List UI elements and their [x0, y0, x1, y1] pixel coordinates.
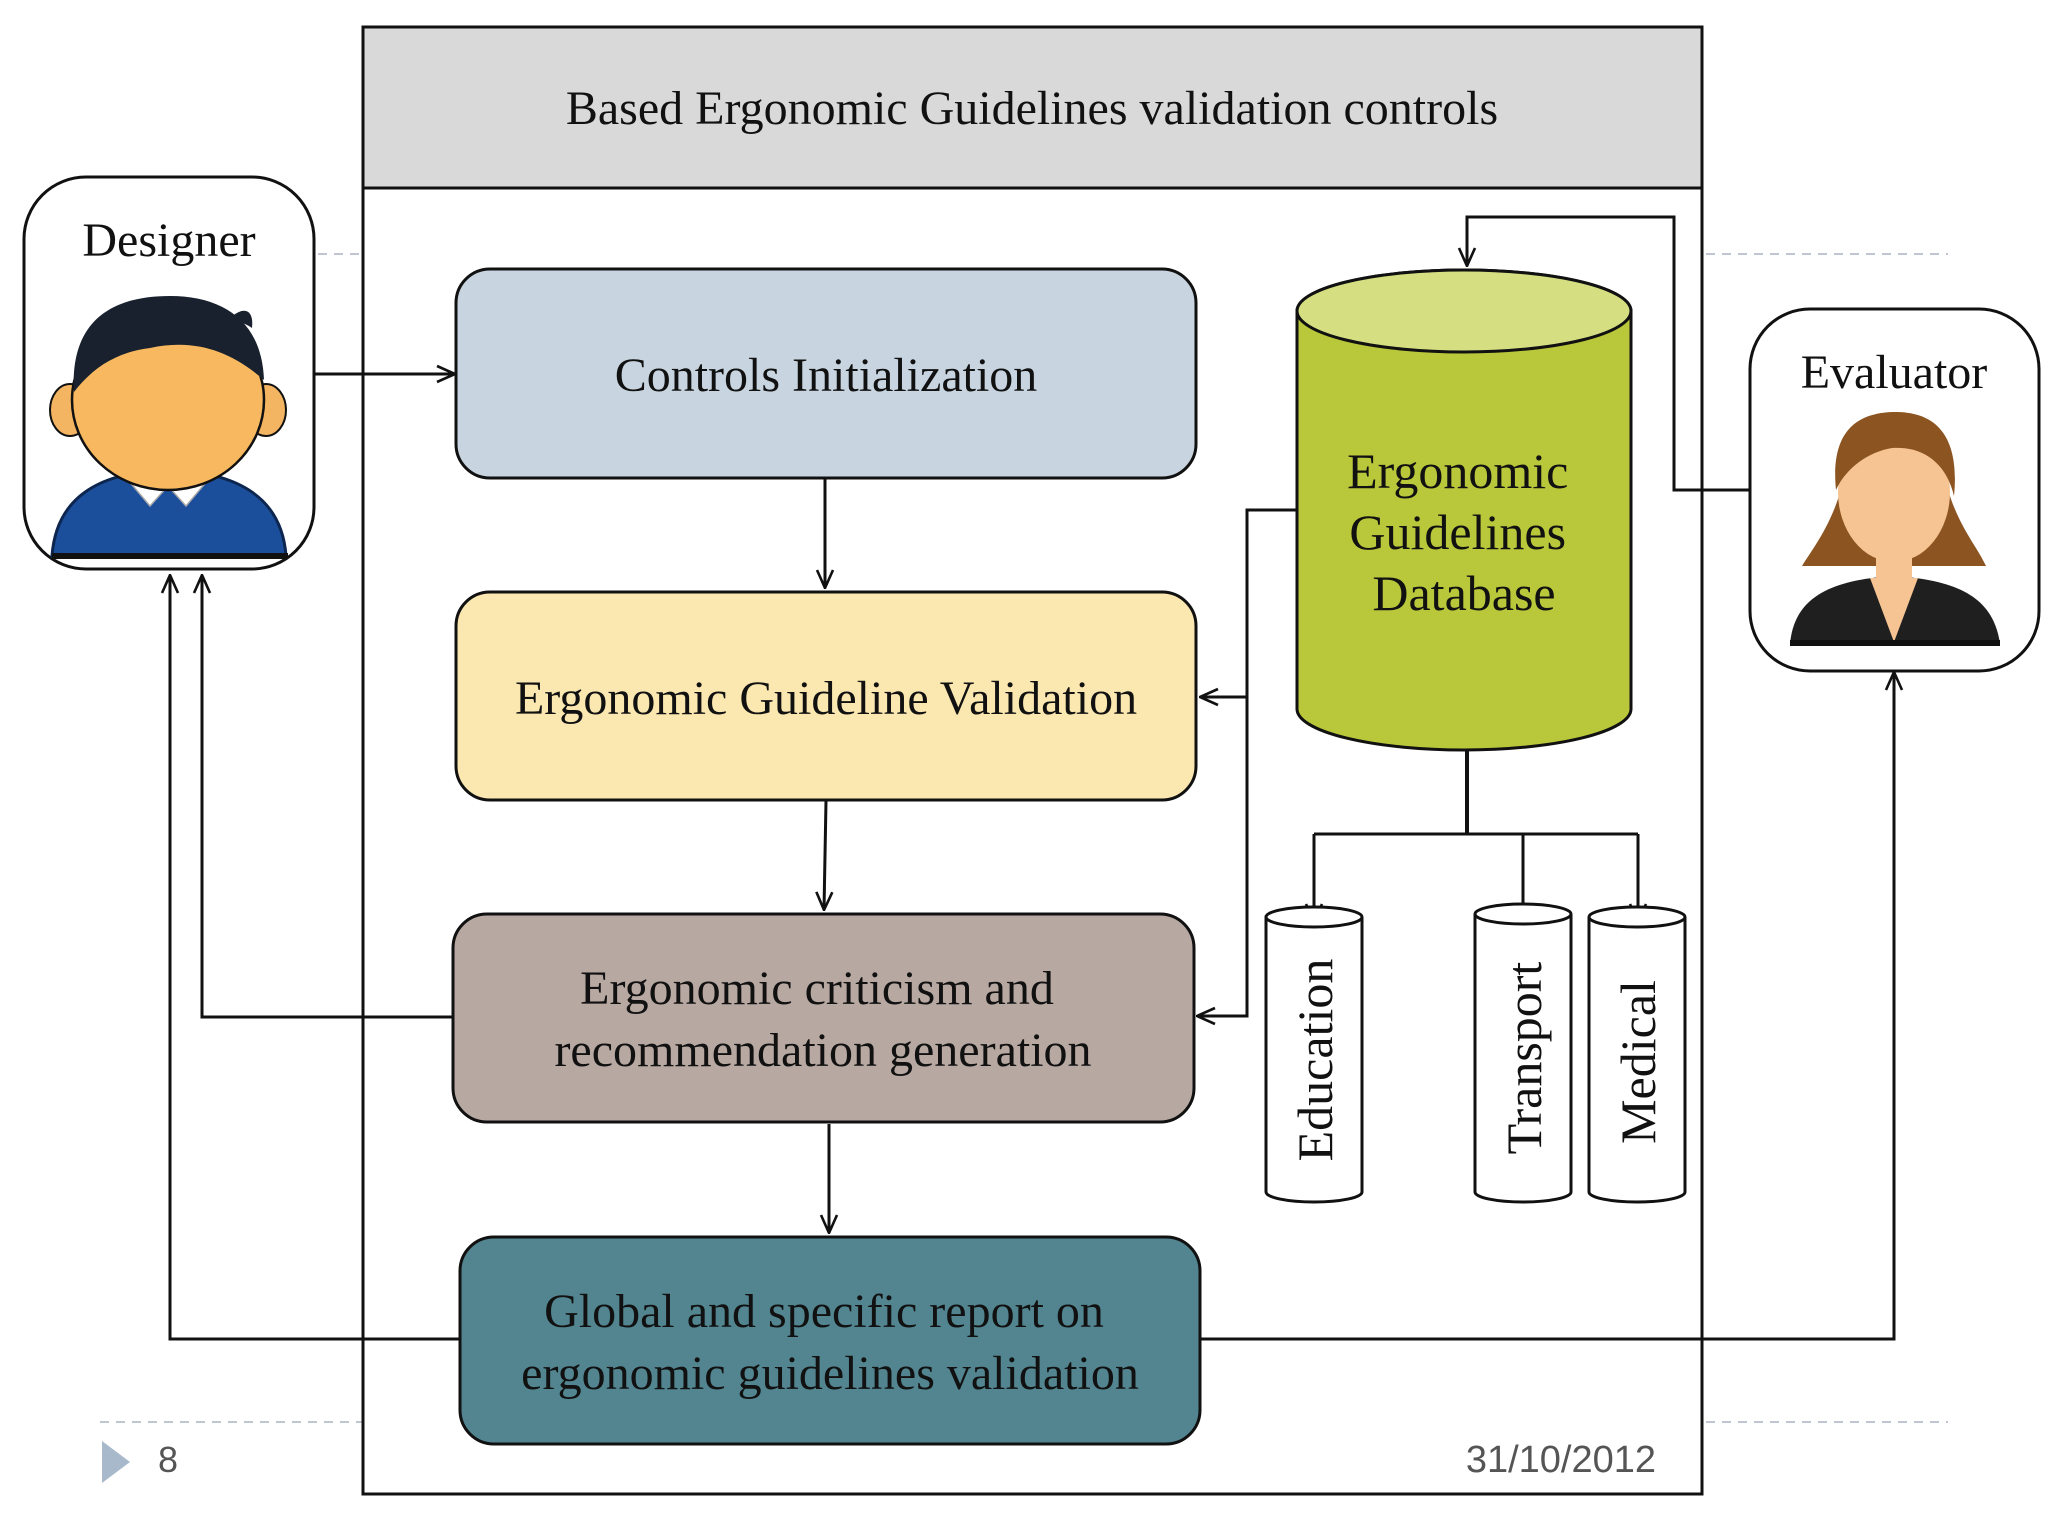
domain-medical-label: Medical	[1610, 980, 1666, 1144]
svg-text:Ergonomic Guidelines: Ergonomic Guidelines Database	[1347, 443, 1581, 621]
page-number: 8	[158, 1439, 178, 1480]
step-criticism-recommendation-line-1: Ergonomic criticism and	[580, 962, 1054, 1015]
domain-medical: Medical	[1587, 905, 1687, 1204]
evaluator-avatar-icon	[1790, 412, 2000, 646]
arrow-database-to-criticism	[1197, 697, 1249, 1016]
header-bar	[361, 25, 1704, 190]
step-global-specific-report-line-2: ergonomic guidelines validation	[521, 1347, 1139, 1400]
domain-education-label: Education	[1287, 959, 1343, 1162]
domain-education: Education	[1264, 905, 1364, 1204]
svg-text:Controls Initialization: Controls Initialization	[615, 349, 1038, 402]
designer-label: Designer	[82, 214, 255, 267]
step-ergonomic-guideline-validation-label: Ergonomic Guideline Validation	[515, 672, 1137, 725]
ergonomic-guidelines-database: Ergonomic Guidelines Database	[1295, 268, 1633, 752]
slide-date: 31/10/2012	[1466, 1439, 1656, 1481]
step-criticism-recommendation: Ergonomic criticism and recommendation g…	[451, 912, 1196, 1124]
arrow-evaluator-to-database	[1467, 215, 1750, 492]
arrow-validation-to-criticism	[824, 800, 826, 910]
arrow-report-to-designer	[170, 575, 460, 1341]
evaluator-label: Evaluator	[1801, 346, 1988, 399]
svg-text:Global and specific report on: Global and specific report on ergonomic …	[521, 1285, 1139, 1400]
step-global-specific-report: Global and specific report on ergonomic …	[458, 1235, 1202, 1446]
step-controls-initialization: Controls Initialization	[454, 267, 1198, 480]
arrow-criticism-to-designer	[202, 575, 453, 1019]
designer-actor: Designer	[22, 175, 316, 571]
designer-avatar-icon	[49, 296, 288, 559]
connectors	[170, 215, 1894, 1341]
header-title: Based Ergonomic Guidelines validation co…	[566, 82, 1498, 135]
step-criticism-recommendation-line-2: recommendation generation	[554, 1024, 1091, 1077]
arrow-database-to-validation	[1200, 508, 1297, 697]
database-label-line-1: Ergonomic	[1347, 443, 1568, 499]
arrow-report-to-evaluator	[1200, 672, 1894, 1341]
step-ergonomic-guideline-validation: Ergonomic Guideline Validation	[454, 590, 1198, 802]
triangle-right-icon	[102, 1441, 130, 1483]
slide-guides	[100, 253, 1948, 1423]
svg-text:Ergonomic criticism and: Ergonomic criticism and recommendation g…	[554, 962, 1091, 1077]
svg-text:Ergonomic Guideline Validation: Ergonomic Guideline Validation	[515, 672, 1137, 725]
step-global-specific-report-line-1: Global and specific report on	[544, 1285, 1104, 1338]
domain-transport-label: Transport	[1496, 962, 1552, 1155]
database-label-line-2: Guidelines	[1349, 504, 1566, 560]
step-controls-initialization-label: Controls Initialization	[615, 349, 1038, 402]
database-label-line-3: Database	[1372, 565, 1555, 621]
evaluator-actor: Evaluator	[1748, 307, 2041, 673]
domain-transport: Transport	[1473, 902, 1573, 1204]
